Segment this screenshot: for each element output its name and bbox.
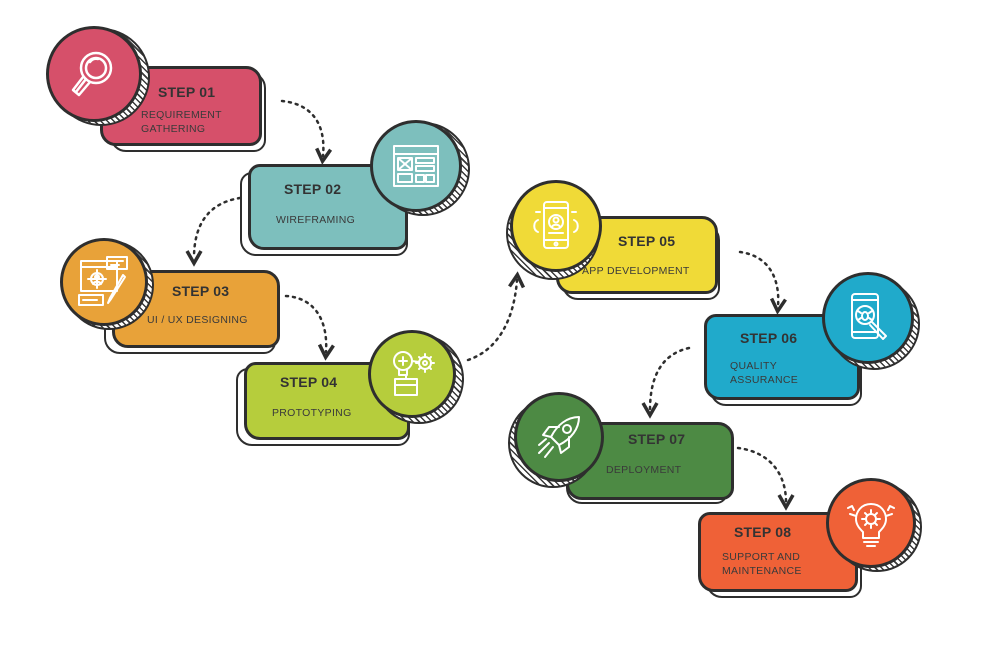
step-06-circle [822, 272, 914, 364]
lightbulb-tools-icon [847, 503, 895, 547]
step-02-circle [370, 120, 462, 212]
step-08-description: SUPPORT AND MAINTENANCE [722, 551, 802, 577]
mobile-app-icon [533, 201, 579, 249]
step-03-title: STEP 03 [172, 283, 230, 299]
prototype-icon [393, 351, 435, 396]
wireframe-icon [393, 145, 439, 187]
step-01-title: STEP 01 [158, 84, 216, 100]
step-04-title: STEP 04 [280, 374, 338, 390]
step-02-description: WIREFRAMING [276, 214, 356, 226]
step-06-description: QUALITY ASSURANCE [730, 360, 799, 386]
arrow-step03-to-step04 [284, 294, 326, 352]
arrow-step06-to-step07 [650, 346, 691, 410]
step-07-title: STEP 07 [628, 431, 686, 447]
step-01-circle [46, 26, 142, 122]
step-04-circle [368, 330, 456, 418]
ui-ux-design-icon [78, 256, 128, 306]
step-07-description: DEPLOYMENT [606, 464, 682, 476]
arrow-step02-to-step03 [194, 196, 242, 258]
arrow-step05-to-step06 [738, 250, 778, 306]
step-03-description: UI / UX DESIGNING [147, 314, 248, 326]
step-07-circle [514, 392, 604, 482]
arrow-step01-to-step02 [280, 99, 323, 156]
step-05-title: STEP 05 [618, 233, 676, 249]
step-08-card [698, 512, 858, 592]
arrow-step04-to-step05 [466, 280, 517, 362]
step-03-circle [60, 238, 148, 326]
step-08-circle [826, 478, 916, 568]
bug-search-icon [851, 293, 887, 340]
magnifier-icon [71, 51, 113, 97]
step-08-title: STEP 08 [734, 524, 792, 540]
step-05-description: APP DEVELOPMENT [582, 265, 690, 277]
step-04-description: PROTOTYPING [272, 407, 352, 419]
step-06-title: STEP 06 [740, 330, 798, 346]
step-02-title: STEP 02 [284, 181, 342, 197]
step-05-circle [510, 180, 602, 272]
arrow-step07-to-step08 [736, 446, 786, 502]
rocket-icon [538, 416, 580, 458]
step-01-description: REQUIREMENT GATHERING [141, 109, 222, 135]
